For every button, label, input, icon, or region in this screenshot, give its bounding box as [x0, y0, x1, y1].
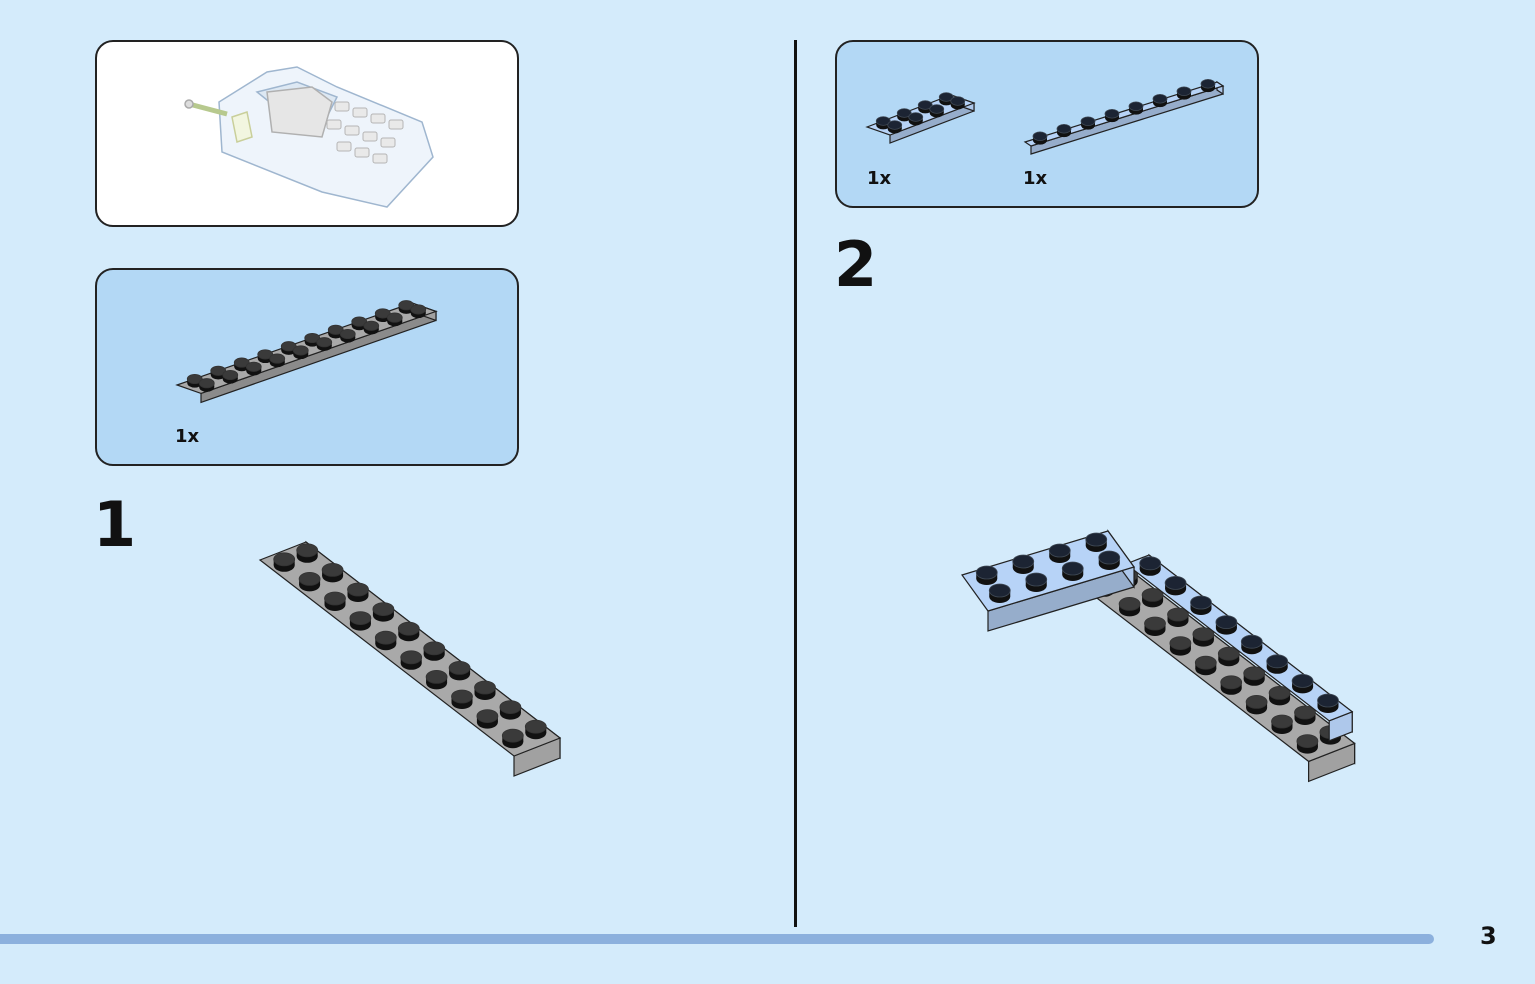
page-progress-bar [0, 934, 1434, 944]
step-1-number: 1 [93, 488, 137, 561]
step-2-part-a-qty: 1x [867, 168, 892, 189]
gray-plate-base [1078, 565, 1356, 783]
page-column-divider [794, 40, 797, 927]
step-2-part-b-qty: 1x [1023, 168, 1048, 189]
light-blue-plate-1x8 [1023, 79, 1225, 155]
light-blue-plate-1x8-build [1124, 553, 1354, 742]
step-2-parts-panel: 1x 1x [835, 40, 1259, 208]
step-2-number: 2 [834, 228, 878, 301]
step-1-build-illustration [258, 540, 562, 777]
step-1-parts-panel: 1x [95, 268, 519, 466]
gray-plate-2x10-build [258, 540, 562, 777]
light-blue-plate-2x4 [865, 92, 976, 144]
gray-plate-2x10-part-icon [175, 300, 438, 404]
step-2-build-illustration [961, 529, 1356, 783]
finished-model-preview-image [184, 66, 434, 208]
finished-model-preview-panel [95, 40, 519, 227]
page-number: 3 [1480, 922, 1497, 950]
step-1-part-qty: 1x [175, 426, 200, 447]
gray-plate-2x10 [175, 300, 438, 404]
light-blue-plate-2x4-part-icon [865, 79, 1225, 155]
light-blue-plate-2x4-build [961, 529, 1135, 632]
